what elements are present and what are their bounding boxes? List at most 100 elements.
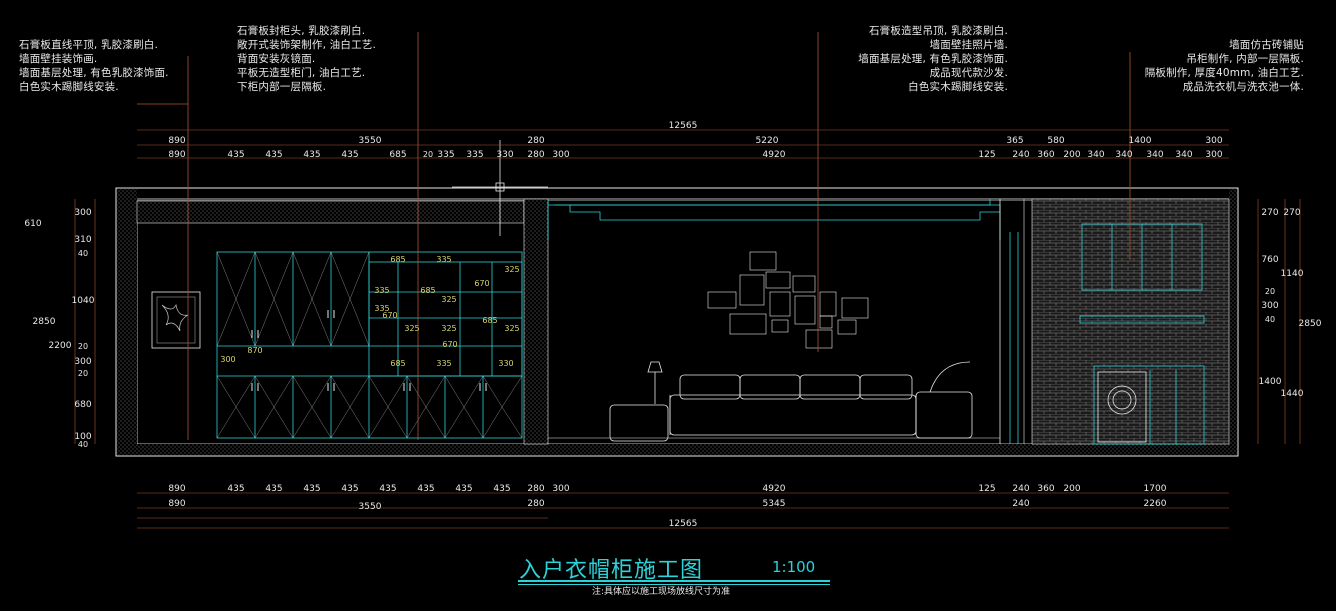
- dimension-label: 1400: [1259, 377, 1282, 387]
- dimension-label: 335: [374, 286, 389, 295]
- annotation-note: 墙面壁挂装饰画.: [19, 53, 98, 65]
- dimension-label: 300: [74, 208, 91, 218]
- notes-group-2: 石膏板封柜头, 乳胶漆刷白. 敞开式装饰架制作, 油白工艺. 背面安装灰镜面. 平板无…: [237, 24, 376, 94]
- dimension-label: 270: [1283, 208, 1300, 218]
- dimension-label: 40: [1265, 315, 1275, 324]
- leader-lines: [137, 32, 1131, 440]
- dimension-label: 435: [227, 150, 244, 160]
- dimension-label: 435: [341, 150, 358, 160]
- dimension-label: 335: [436, 359, 451, 368]
- dimension-label: 580: [1047, 136, 1064, 146]
- dimension-label: 870: [247, 346, 262, 355]
- dimension-label: 1040: [72, 296, 95, 306]
- dimension-label: 890: [168, 150, 185, 160]
- dimension-label: 360: [1037, 150, 1054, 160]
- dimension-label: 300: [1261, 301, 1278, 311]
- dimension-label: 435: [265, 484, 282, 494]
- laundry-cabinets: [1079, 223, 1205, 445]
- dimension-label: 300: [1205, 136, 1222, 146]
- dimension-label: 20: [1265, 287, 1275, 296]
- dimension-label: 325: [504, 265, 519, 274]
- dimension-label: 325: [441, 324, 456, 333]
- dimension-label: 3550: [359, 502, 382, 512]
- dimension-label: 300: [74, 357, 91, 367]
- dimension-label: 20: [78, 369, 88, 378]
- column-hatch: [523, 198, 549, 445]
- left-wall-hatch: [117, 189, 137, 445]
- dimension-label: 5345: [763, 499, 786, 509]
- dimension-label: 2850: [1299, 319, 1322, 329]
- dimension-label: 1400: [1129, 136, 1152, 146]
- annotation-note: 吊柜制作, 内部一层隔板.: [1186, 53, 1304, 65]
- annotation-note: 白色实木踢脚线安装.: [908, 81, 1008, 93]
- annotation-note: 墙面基层处理, 有色乳胶漆饰面.: [858, 53, 1008, 65]
- dimension-label: 435: [303, 150, 320, 160]
- washing-machine: [1097, 371, 1147, 443]
- dimension-label: 200: [1063, 484, 1080, 494]
- annotation-note: 石膏板封柜头, 乳胶漆刷白.: [237, 25, 366, 37]
- dimension-label: 310: [74, 235, 91, 245]
- dimension-label: 240: [1012, 150, 1029, 160]
- dimension-label: 1700: [1144, 484, 1167, 494]
- dimension-label: 670: [442, 340, 457, 349]
- wall-frame-outer: [115, 187, 1239, 457]
- dimension-label: 4920: [763, 484, 786, 494]
- dimension-label: 890: [168, 136, 185, 146]
- dimension-label: 365: [1006, 136, 1023, 146]
- notes-group-3: 石膏板造型吊顶, 乳胶漆刷白.墙面壁挂照片墙.墙面基层处理, 有色乳胶漆饰面.成…: [858, 24, 1008, 94]
- title-underline: [518, 580, 830, 582]
- dimension-label: 1140: [1281, 269, 1304, 279]
- notes-group-1: 石膏板直线平顶, 乳胶漆刷白.墙面壁挂装饰画.墙面基层处理, 有色乳胶漆饰面.白…: [19, 38, 169, 94]
- dimension-label: 685: [420, 286, 435, 295]
- dimension-label: 670: [474, 279, 489, 288]
- dimension-label: 240: [1012, 499, 1029, 509]
- annotation-note: 白色实木踢脚线安装.: [19, 81, 119, 93]
- dimension-label: 325: [404, 324, 419, 333]
- annotation-note: 石膏板造型吊顶, 乳胶漆刷白.: [868, 25, 1008, 37]
- cabinet-handles: [251, 310, 487, 391]
- dimension-label: 890: [168, 499, 185, 509]
- dimension-lines: [74, 129, 1301, 529]
- annotation-note: 成品现代款沙发.: [929, 67, 1008, 79]
- dimension-label: 435: [455, 484, 472, 494]
- dimension-label: 280: [527, 150, 544, 160]
- floor-band: [117, 444, 1237, 455]
- title-underline-thin: [518, 584, 830, 585]
- dimension-label: 435: [265, 150, 282, 160]
- dimension-label: 3550: [359, 136, 382, 146]
- dimension-label: 335: [466, 150, 483, 160]
- ceiling-band: [137, 199, 1229, 201]
- dimension-label: 12565: [669, 121, 698, 131]
- dimension-label: 610: [24, 219, 41, 229]
- dimension-label: 2260: [1144, 499, 1167, 509]
- dimension-label: 1440: [1281, 389, 1304, 399]
- sofa: [609, 361, 973, 442]
- notes-group-4: 墙面仿古砖铺贴吊柜制作, 内部一层隔板.隔板制作, 厚度40mm, 油白工艺.成…: [1145, 38, 1304, 94]
- dimension-label: 270: [1261, 208, 1278, 218]
- drawing-scale: 1:100: [772, 558, 816, 576]
- dimension-label: 435: [227, 484, 244, 494]
- annotation-note: 背面安装灰镜面.: [237, 53, 316, 65]
- dimension-label: 685: [390, 255, 405, 264]
- dimension-label: 435: [379, 484, 396, 494]
- dimension-label: 340: [1175, 150, 1192, 160]
- annotation-note: 平板无造型柜门, 油白工艺.: [237, 67, 366, 79]
- dimension-label: 280: [527, 499, 544, 509]
- dimension-label: 325: [504, 324, 519, 333]
- dimension-label: 335: [374, 304, 389, 313]
- dimension-label: 335: [437, 150, 454, 160]
- annotation-note: 石膏板直线平顶, 乳胶漆刷白.: [19, 39, 159, 51]
- dimension-label: 340: [1146, 150, 1163, 160]
- dimension-label: 760: [1261, 255, 1278, 265]
- dimension-label: 340: [1115, 150, 1132, 160]
- dimension-label: 200: [1063, 150, 1080, 160]
- dimension-label: 435: [417, 484, 434, 494]
- annotation-note: 墙面仿古砖铺贴: [1229, 39, 1304, 51]
- dimension-label: 340: [1087, 150, 1104, 160]
- dimension-label: 300: [1205, 150, 1222, 160]
- annotation-note: 敞开式装饰架制作, 油白工艺.: [237, 39, 377, 51]
- dimension-label: 20: [78, 342, 88, 351]
- dimension-label: 125: [978, 484, 995, 494]
